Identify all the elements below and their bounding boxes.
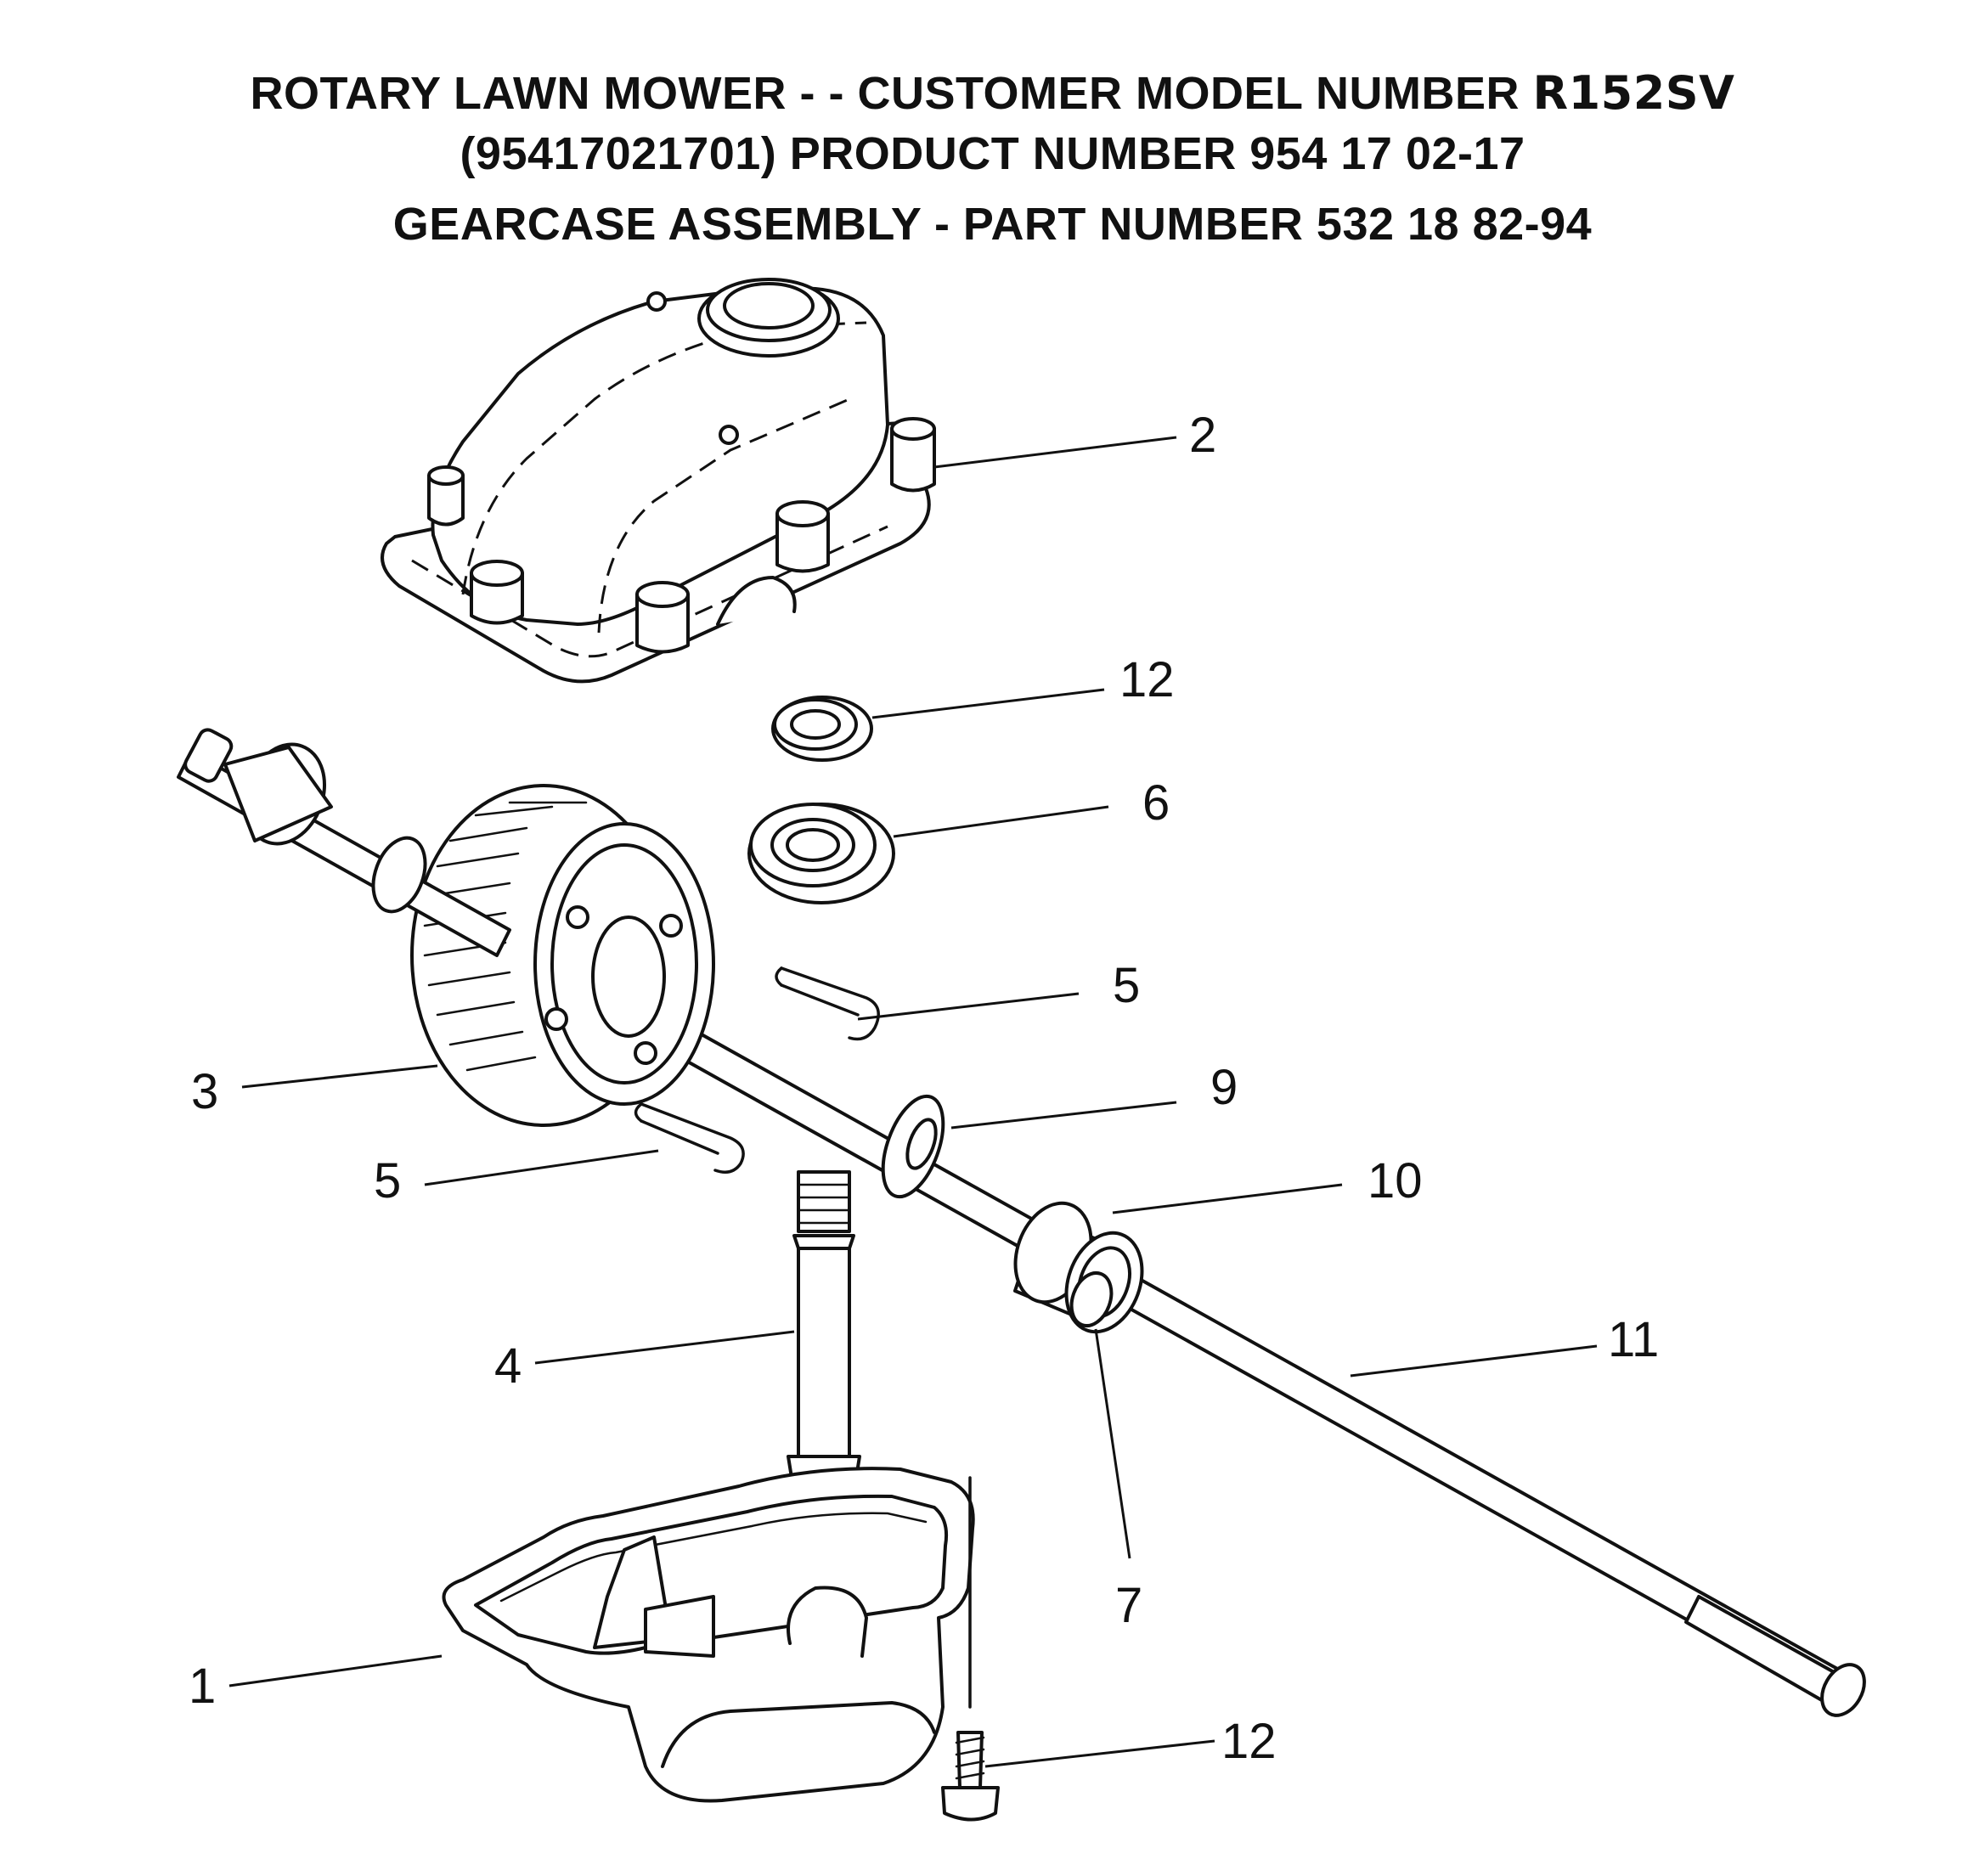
callout-11: 12 (1221, 1714, 1277, 1769)
drive-pin-upper (775, 966, 880, 1041)
callout-9: 10 (1368, 1153, 1423, 1208)
gear-shaft-left (177, 728, 511, 957)
seal (1069, 1271, 1114, 1327)
callout-10: 11 (1608, 1312, 1659, 1367)
model-number: R152SV (1532, 66, 1735, 120)
callout-7: 7 (1115, 1578, 1142, 1633)
callout-4: 4 (494, 1338, 522, 1394)
leader-lines (228, 436, 1598, 1768)
ball-bearing (747, 803, 895, 904)
callout-1: 1 (189, 1659, 216, 1714)
helical-gear (410, 784, 715, 1127)
callout-labels: 2 12 6 5 3 9 5 10 4 11 7 1 12 (189, 408, 1659, 1769)
callout-2: 2 (1189, 408, 1216, 463)
title-line-3: GEARCASE ASSEMBLY - PART NUMBER 532 18 8… (392, 199, 1593, 250)
drive-pin-lower (634, 1102, 745, 1174)
callout-12: 12 (1119, 652, 1175, 707)
small-bearing (771, 696, 873, 762)
title-line-2: (95417021701) PRODUCT NUMBER 954 17 02-1… (460, 128, 1525, 179)
callout-6: 6 (1142, 775, 1170, 831)
callout-3: 3 (191, 1064, 218, 1119)
upper-gearcase-cover (381, 278, 936, 684)
screw (941, 1476, 1000, 1822)
title-line-1: ROTARY LAWN MOWER - - CUSTOMER MODEL NUM… (0, 66, 1985, 120)
lower-gearcase-housing (442, 1467, 975, 1803)
callout-8: 9 (1210, 1060, 1238, 1115)
callout-5-upper: 5 (1113, 958, 1140, 1013)
callout-5-lower: 5 (374, 1153, 401, 1208)
thrust-washer (881, 1094, 945, 1199)
title-prefix: ROTARY LAWN MOWER - - CUSTOMER MODEL NUM… (250, 68, 1533, 119)
